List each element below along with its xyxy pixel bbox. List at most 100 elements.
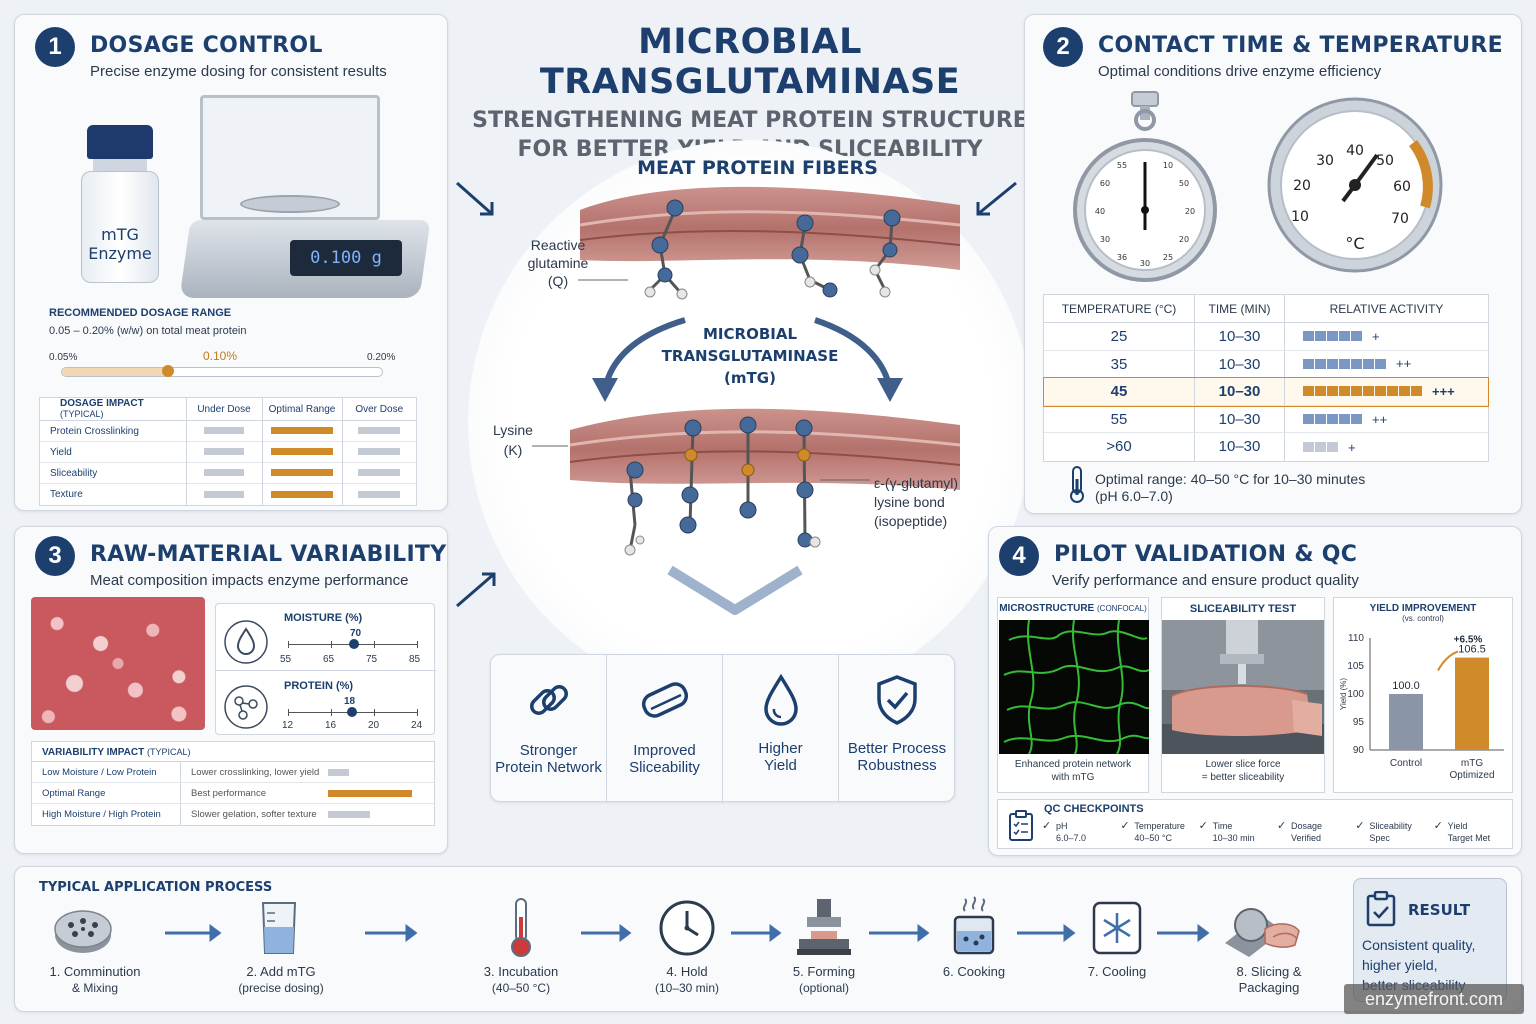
isopeptide-bond-label: ε-(γ-glutamyl) lysine bond (isopeptide) xyxy=(874,475,959,529)
table-row: Yield xyxy=(40,441,416,463)
table-row: Sliceability xyxy=(40,462,416,484)
activity-rating: + xyxy=(1348,439,1356,455)
center-diagram xyxy=(532,186,961,615)
check-icon: ✓ xyxy=(1355,820,1365,832)
micro-title: MICROSTRUCTURE xyxy=(999,603,1095,614)
dose-th-typ: (TYPICAL) xyxy=(60,409,104,419)
step-2-label: 2. Add mTG(precise dosing) xyxy=(238,964,324,995)
panel-pilot-validation: 4 PILOT VALIDATION & QC Verify performan… xyxy=(988,526,1522,856)
protein-marker xyxy=(347,707,357,717)
panel-2-title: CONTACT TIME & TEMPERATURE xyxy=(1098,33,1503,58)
down-chevron xyxy=(667,565,803,615)
stopwatch-tick: 55 xyxy=(1117,161,1127,170)
y-tick-label: 105 xyxy=(1347,661,1364,672)
y-tick-label: 95 xyxy=(1353,717,1365,728)
step-6-label: 6. Cooking xyxy=(942,964,1006,979)
dosage-slider-track xyxy=(61,365,383,377)
impact-typical: (TYPICAL) xyxy=(147,747,191,757)
activity-rating: ++ xyxy=(1372,411,1388,427)
stopwatch-tick: 10 xyxy=(1163,161,1173,170)
stopwatch-icon: 55 10 60 50 40 20 30 20 36 30 25 xyxy=(1073,91,1217,282)
protein-label: PROTEIN (%) xyxy=(284,680,354,692)
moisture-value: 70 xyxy=(350,628,362,639)
stopwatch-tick: 20 xyxy=(1179,235,1189,244)
scale-display: 0.100 g xyxy=(310,248,382,268)
impact-bar xyxy=(328,789,412,797)
benefit-improved-sliceability: Improved Sliceability xyxy=(607,655,723,803)
dose-th-1: DOSAGE IMPACT xyxy=(60,398,144,409)
check-icon: ✓ xyxy=(1433,820,1443,832)
step-1-label: 1. Comminution& Mixing xyxy=(49,964,141,995)
step-8-label: 8. Slicing &Packaging xyxy=(1236,964,1302,995)
link-icon xyxy=(529,685,568,715)
step-7-label: 7. Cooling xyxy=(1087,964,1147,979)
panel-raw-material: 3 RAW-MATERIAL VARIABILITY Meat composit… xyxy=(14,526,448,854)
thermometer-icon xyxy=(511,898,531,957)
x-tick-label: mTG xyxy=(1461,758,1483,769)
slider-min-label: 0.05% xyxy=(49,352,78,363)
sliceability-card: SLICEABILITY TEST Lower slice force = be… xyxy=(1161,597,1325,793)
gauge-unit: °C xyxy=(1345,234,1364,253)
step-5-label: 5. Forming(optional) xyxy=(792,964,856,995)
stopwatch-tick: 50 xyxy=(1179,179,1189,188)
dose-th-under: Under Dose xyxy=(185,398,262,421)
improvement-arrow xyxy=(1437,650,1459,671)
optimal-range-note-1: Optimal range: 40–50 °C for 10–30 minute… xyxy=(1095,471,1366,487)
stopwatch-tick: 60 xyxy=(1100,179,1110,188)
clipboard-check-icon xyxy=(1366,891,1396,927)
protein-scale xyxy=(288,707,418,717)
optimal-range-note-2: (pH 6.0–7.0) xyxy=(1095,488,1173,504)
dosage-range-title: RECOMMENDED DOSAGE RANGE xyxy=(49,307,232,319)
gauge-tick: 40 xyxy=(1346,143,1364,159)
temperature-gauge: 10 20 30 40 50 60 70 °C xyxy=(1267,97,1443,273)
press-icon xyxy=(797,899,851,955)
x-tick-label: Control xyxy=(1390,758,1422,769)
improvement-annotation: +6.5% xyxy=(1454,634,1483,645)
x-tick-label: Optimized xyxy=(1449,770,1494,781)
y-tick-label: 100 xyxy=(1347,689,1364,700)
grinder-plate-icon xyxy=(54,910,112,953)
table-row: Protein Crosslinking xyxy=(40,420,416,442)
activity-table: TEMPERATURE (°C) TIME (MIN) RELATIVE ACT… xyxy=(1043,294,1489,462)
panel-3-title: RAW-MATERIAL VARIABILITY xyxy=(90,542,447,567)
activity-bar xyxy=(1303,414,1362,425)
beaker-icon xyxy=(261,902,297,954)
activity-bar xyxy=(1303,386,1422,397)
chart-subtitle: (vs. control) xyxy=(1402,614,1444,623)
panel-number-3: 3 xyxy=(35,536,75,576)
check-icon: ✓ xyxy=(1042,820,1052,832)
stopwatch-tick: 30 xyxy=(1140,259,1150,268)
y-axis-label: Yield (%) xyxy=(1339,678,1348,710)
panel-number-1: 1 xyxy=(35,27,75,67)
micro-caption-1: Enhanced protein network xyxy=(1014,759,1132,770)
vial-label-1: mTG xyxy=(101,225,139,244)
step-3-label: 3. Incubation(40–50 °C) xyxy=(483,964,559,995)
result-line-1: Consistent quality, xyxy=(1362,937,1476,953)
ground-meat-image xyxy=(31,597,205,730)
page-title: MICROBIAL TRANSGLUTAMINASE xyxy=(539,22,961,102)
panel-number-2: 2 xyxy=(1043,27,1083,67)
stopwatch-tick: 40 xyxy=(1095,207,1105,216)
slider-mid-label: 0.10% xyxy=(203,349,238,363)
activity-rating: ++ xyxy=(1396,356,1412,372)
clipboard-checklist-icon xyxy=(1009,810,1033,841)
process-title: TYPICAL APPLICATION PROCESS xyxy=(39,880,273,895)
droplet-icon xyxy=(763,673,798,726)
slicer-icon xyxy=(1225,908,1300,957)
eraser-icon xyxy=(641,682,688,718)
impact-title: VARIABILITY IMPACT xyxy=(42,747,145,758)
fibers-title: MEAT PROTEIN FIBERS xyxy=(637,157,878,179)
y-tick-label: 110 xyxy=(1348,633,1364,644)
